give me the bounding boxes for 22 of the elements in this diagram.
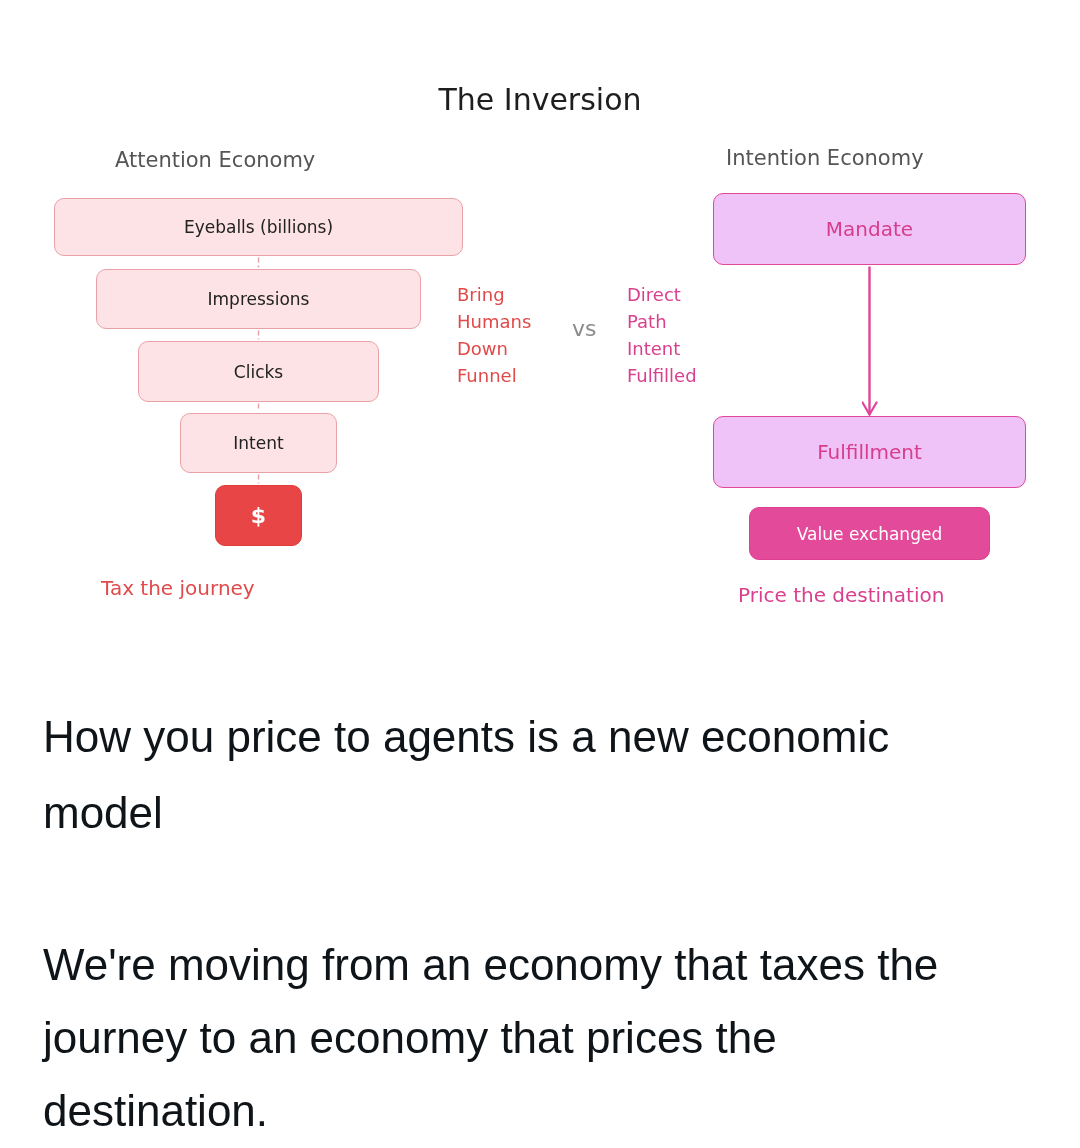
body-paragraph: How you price to agents is a new economic model [43, 711, 891, 839]
funnel-stage: Clicks [138, 341, 379, 402]
column-caption: Tax the journey [101, 576, 255, 600]
process-box: Fulfillment [713, 416, 1026, 488]
side-note: Direct Path Intent Fulfilled [627, 283, 697, 388]
funnel-stage: Impressions [96, 269, 421, 329]
dollar-stage: $ [215, 485, 302, 546]
dashed-connector [257, 256, 260, 269]
dashed-connector [257, 329, 260, 341]
arrow [861, 266, 878, 416]
diagram-title: The Inversion [438, 82, 642, 117]
vs-label: vs [572, 316, 597, 341]
dashed-connector [257, 473, 260, 485]
column-heading: Attention Economy [115, 148, 316, 172]
body-paragraph: We're moving from an economy that taxes the journey to an economy that prices the destination. [43, 939, 940, 1137]
funnel-stage: Eyeballs (billions) [54, 198, 463, 256]
column-heading: Intention Economy [726, 146, 924, 170]
result-box: Value exchanged [749, 507, 990, 560]
funnel-stage: Intent [180, 413, 337, 473]
column-caption: Price the destination [738, 583, 945, 607]
side-note: Bring Humans Down Funnel [457, 283, 532, 388]
process-box: Mandate [713, 193, 1026, 265]
